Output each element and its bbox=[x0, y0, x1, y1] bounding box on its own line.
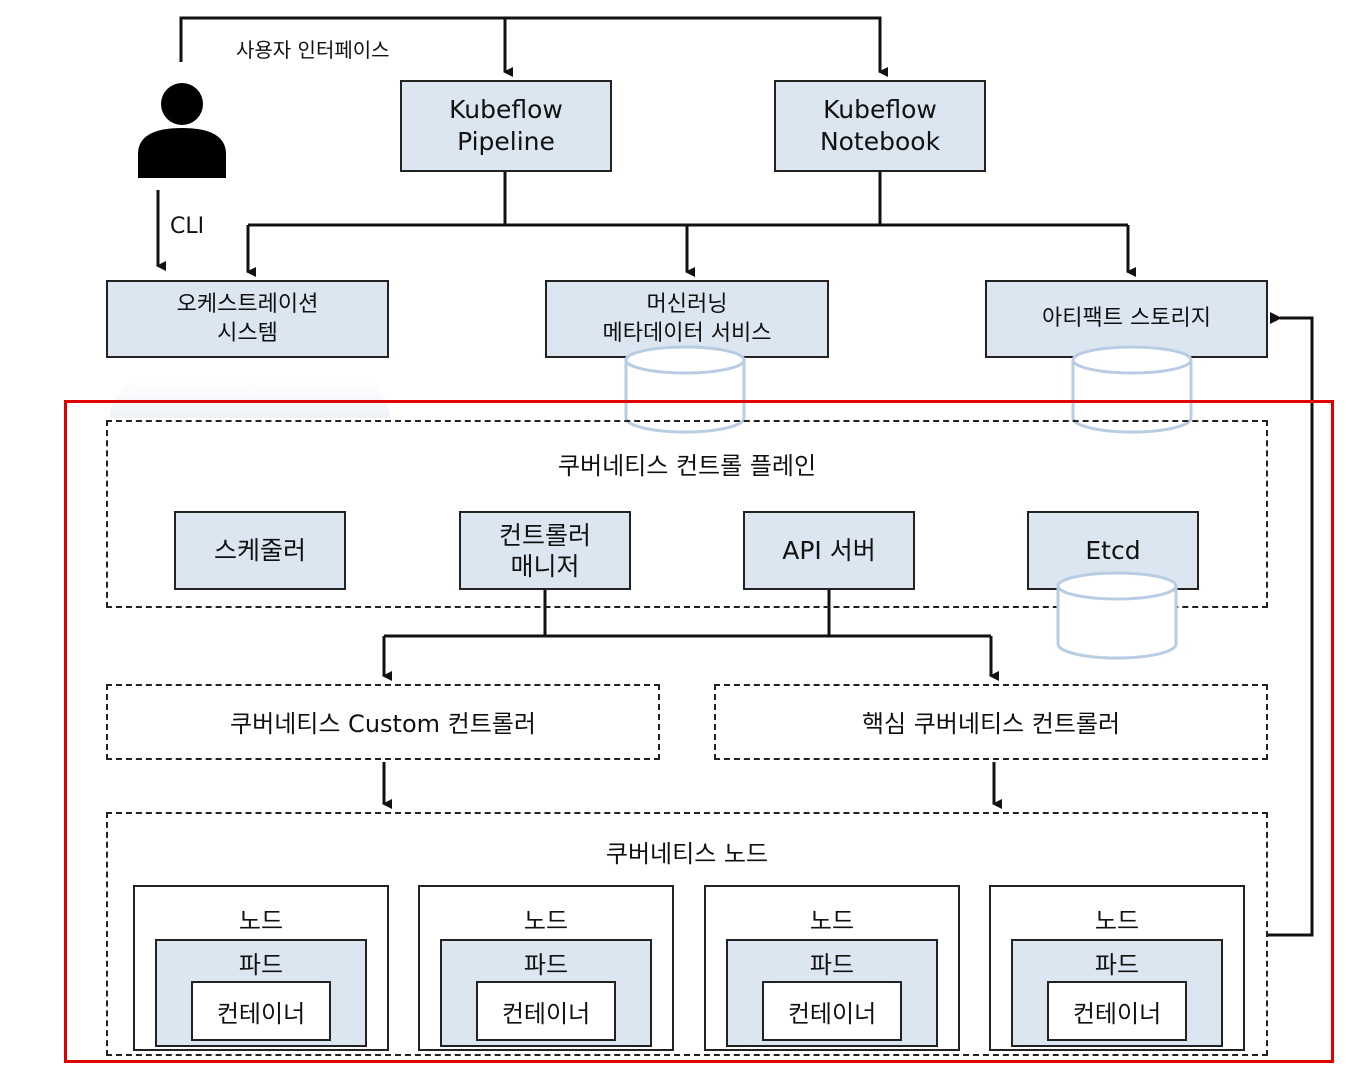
pod-label: 파드 bbox=[238, 951, 284, 979]
pod-label: 파드 bbox=[809, 951, 855, 979]
kubeflow-notebook-box[interactable]: Kubeflow Notebook bbox=[774, 80, 986, 172]
orchestration-system-label: 오케스트레이션 시스템 bbox=[176, 292, 319, 346]
api-server-box[interactable]: API 서버 bbox=[743, 511, 915, 590]
kubeflow-notebook-label: Kubeflow Notebook bbox=[819, 95, 941, 156]
node-1[interactable]: 노드 파드 컨테이너 bbox=[133, 885, 389, 1051]
ml-metadata-service-box[interactable]: 머신러닝 메타데이터 서비스 bbox=[545, 280, 829, 358]
person-icon bbox=[136, 82, 228, 178]
scheduler-box[interactable]: 스케줄러 bbox=[174, 511, 346, 590]
artifact-storage-box[interactable]: 아티팩트 스토리지 bbox=[985, 280, 1268, 358]
kubernetes-nodes-container bbox=[106, 812, 1268, 1056]
orchestration-system-box[interactable]: 오케스트레이션 시스템 bbox=[106, 280, 389, 358]
etcd-database-icon bbox=[1056, 571, 1178, 660]
decorative-glow bbox=[110, 378, 390, 418]
core-controller-box[interactable] bbox=[714, 684, 1268, 760]
node-label: 노드 bbox=[809, 907, 855, 935]
metadata-database-icon bbox=[624, 345, 746, 434]
custom-controller-label: 쿠버네티스 Custom 컨트롤러 bbox=[230, 710, 536, 738]
ml-metadata-service-label: 머신러닝 메타데이터 서비스 bbox=[602, 292, 772, 346]
container-4[interactable]: 컨테이너 bbox=[1047, 981, 1187, 1041]
pod-2[interactable]: 파드 컨테이너 bbox=[440, 939, 652, 1047]
kubeflow-pipeline-label: Kubeflow Pipeline bbox=[449, 95, 563, 156]
etcd-label: Etcd bbox=[1085, 535, 1141, 565]
container-2[interactable]: 컨테이너 bbox=[476, 981, 616, 1041]
container-3[interactable]: 컨테이너 bbox=[762, 981, 902, 1041]
controller-manager-label: 컨트롤러 매니저 bbox=[498, 520, 591, 581]
cli-label: CLI bbox=[170, 214, 205, 239]
pod-4[interactable]: 파드 컨테이너 bbox=[1011, 939, 1223, 1047]
node-4[interactable]: 노드 파드 컨테이너 bbox=[989, 885, 1245, 1051]
artifact-storage-label: 아티팩트 스토리지 bbox=[1042, 306, 1211, 331]
pod-3[interactable]: 파드 컨테이너 bbox=[726, 939, 938, 1047]
node-label: 노드 bbox=[1094, 907, 1140, 935]
control-plane-title: 쿠버네티스 컨트롤 플레인 bbox=[557, 452, 817, 480]
node-2[interactable]: 노드 파드 컨테이너 bbox=[418, 885, 674, 1051]
node-3[interactable]: 노드 파드 컨테이너 bbox=[704, 885, 960, 1051]
kubernetes-nodes-title: 쿠버네티스 노드 bbox=[605, 840, 769, 868]
core-controller-label: 핵심 쿠버네티스 컨트롤러 bbox=[861, 710, 1121, 738]
artifact-database-icon bbox=[1071, 345, 1193, 434]
node-label: 노드 bbox=[238, 907, 284, 935]
controller-manager-box[interactable]: 컨트롤러 매니저 bbox=[459, 511, 631, 590]
user-interface-label: 사용자 인터페이스 bbox=[236, 38, 390, 62]
pod-label: 파드 bbox=[523, 951, 569, 979]
control-plane-container bbox=[106, 420, 1268, 608]
api-server-label: API 서버 bbox=[782, 535, 876, 565]
kubernetes-highlight-frame bbox=[64, 400, 1334, 1063]
node-label: 노드 bbox=[523, 907, 569, 935]
pod-1[interactable]: 파드 컨테이너 bbox=[155, 939, 367, 1047]
scheduler-label: 스케줄러 bbox=[213, 535, 306, 565]
container-1[interactable]: 컨테이너 bbox=[191, 981, 331, 1041]
kubeflow-pipeline-box[interactable]: Kubeflow Pipeline bbox=[400, 80, 612, 172]
custom-controller-box[interactable] bbox=[106, 684, 660, 760]
pod-label: 파드 bbox=[1094, 951, 1140, 979]
